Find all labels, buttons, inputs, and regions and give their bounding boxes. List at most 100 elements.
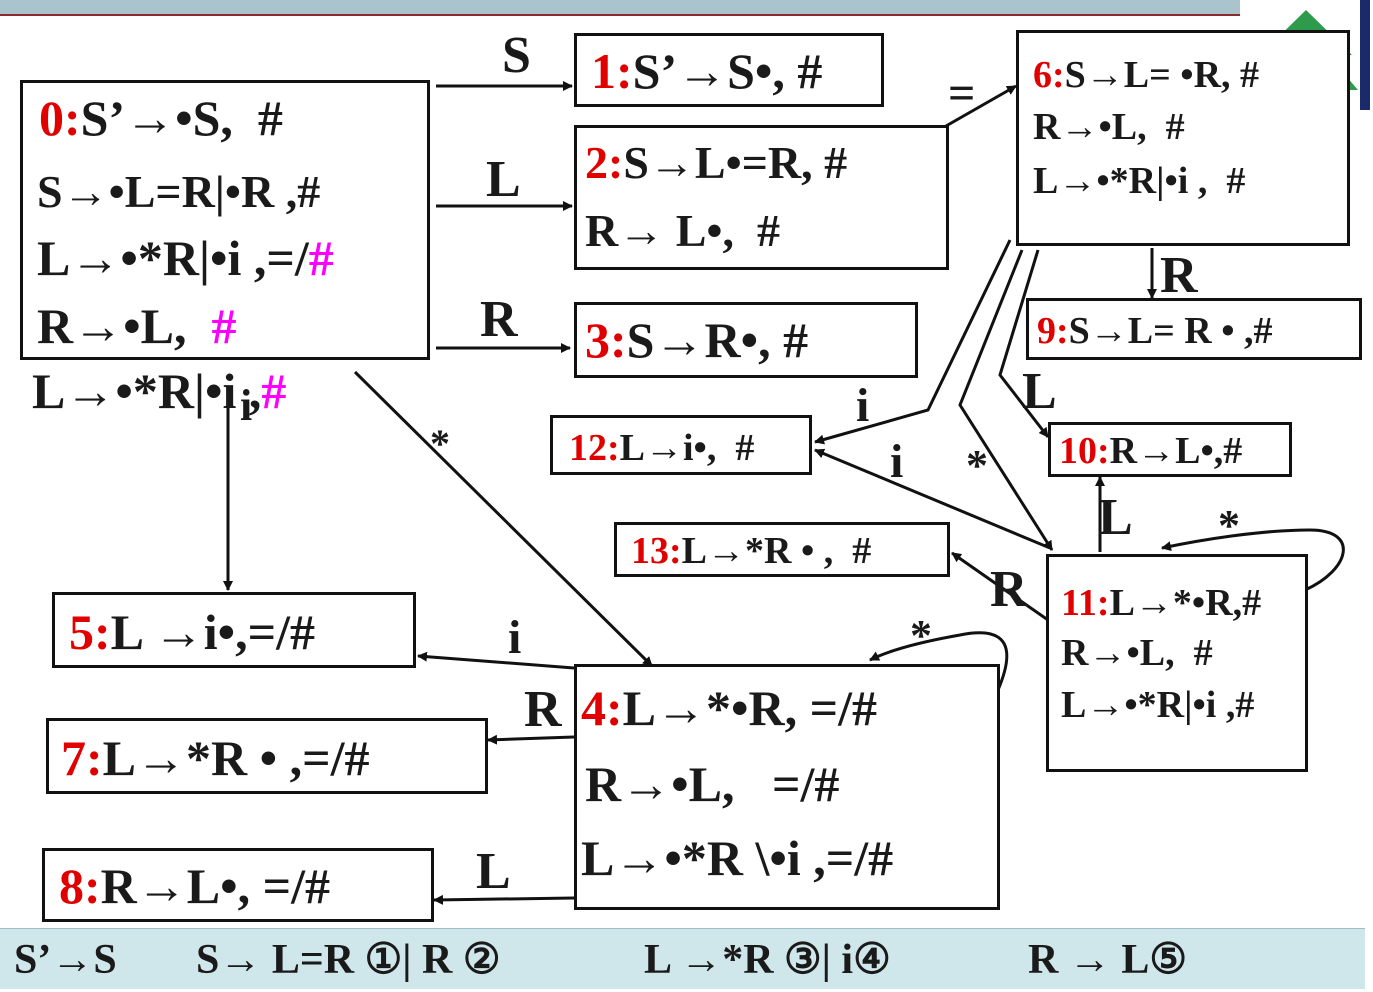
edge-label-6-11: * [966, 441, 988, 490]
state-5-number: 5: [69, 604, 111, 660]
state-12: 12:L→i•, # [550, 415, 812, 475]
state-0-item: L→•*R|•i ,=/ [37, 230, 309, 286]
state-8-number: 8: [59, 858, 101, 914]
state-13-item: L→*R • , # [681, 530, 872, 572]
edge-label-0-3: R [480, 291, 518, 348]
state-6-number: 6: [1033, 54, 1065, 96]
state-6: 6:S→L= •R, # R→•L, # L→•*R|•i , # [1016, 30, 1350, 246]
state-13: 13:L→*R • , # [614, 522, 950, 577]
state-3-number: 3: [585, 312, 627, 368]
state-4-line-3: L→•*R \•i ,=/# [581, 830, 894, 886]
edge-2-6 [945, 84, 1017, 128]
state-10-number: 10: [1059, 430, 1110, 472]
edge-label-0-5: i [240, 381, 253, 430]
edge-6-11 [958, 249, 1054, 551]
state-9-item: S→L= R • ,# [1068, 310, 1273, 352]
edge-label-6-12: i [856, 379, 870, 432]
state-7-number: 7: [61, 730, 103, 786]
edge-label-11-13: R [990, 561, 1028, 618]
edge-label-4-7: R [524, 681, 562, 738]
state-1: 1:S’→S•, # [574, 33, 884, 107]
state-5-item: L →i•,=/# [110, 604, 316, 660]
state-1-item: S’→S•, # [632, 43, 823, 99]
edge-label-0-4: * [430, 421, 450, 466]
state-0-line-2: S→•L=R|•R ,# [37, 166, 321, 217]
state-2-line-2: R→ L•, # [585, 205, 781, 256]
edge-label-4-8: L [476, 843, 511, 900]
state-11-line-1: 11:L→*•R,# [1061, 581, 1261, 625]
state-4-number: 4: [581, 680, 623, 736]
state-11-line-2: R→•L, # [1061, 632, 1213, 674]
state-12-line-1: 12:L→i•, # [569, 426, 754, 470]
state-8-item: R→L•, =/# [100, 858, 331, 914]
state-5: 5:L →i•,=/# [52, 592, 416, 668]
edge-label-4-4: * [910, 611, 932, 660]
state-6-line-2: R→•L, # [1033, 106, 1185, 148]
state-0-number: 0: [39, 90, 81, 146]
state-6-line-1: 6:S→L= •R, # [1033, 53, 1259, 97]
edge-4-5 [417, 651, 575, 670]
state-2: 2:S→L•=R, # R→ L•, # [574, 125, 949, 270]
edge-4-8 [433, 894, 575, 905]
edge-11-11 [1161, 528, 1345, 592]
state-0-extra-item: L→•*R|•i ,# [32, 362, 286, 420]
edge-label-6-10: L [1022, 363, 1057, 420]
state-11-line-3: L→•*R|•i ,# [1061, 684, 1255, 726]
state-2-number: 2: [585, 137, 624, 188]
state-9-number: 9: [1037, 310, 1069, 352]
state-12-item: L→i•, # [619, 427, 755, 469]
state-6-item: S→L= •R, # [1064, 54, 1260, 96]
state-7-item: L→*R • ,=/# [102, 730, 370, 786]
state-12-number: 12: [569, 427, 620, 469]
state-0-line-3: L→•*R|•i ,=/# [37, 229, 334, 287]
state-5-line-1: 5:L →i•,=/# [69, 603, 315, 661]
production-1: S→ L=R ①| R ② [196, 937, 501, 983]
state-0-lookahead: # [211, 298, 237, 354]
state-11-number: 11: [1061, 582, 1110, 624]
top-banner [0, 0, 1240, 16]
state-11-item: L→*•R,# [1109, 582, 1262, 624]
edge-4-7 [487, 734, 575, 745]
edge-label-11-12: i [890, 435, 904, 488]
edge-label-0-2: L [486, 151, 521, 208]
production-2: L →*R ③| i④ [644, 937, 891, 983]
state-3: 3:S→R•, # [574, 302, 918, 378]
state-13-number: 13: [631, 530, 682, 572]
edge-label-4-5: i [508, 611, 522, 664]
edge-label-0-1: S [502, 27, 531, 84]
state-0-line-4: R→•L, # [37, 297, 236, 355]
state-1-number: 1: [591, 43, 633, 99]
edge-label-11-10: L [1098, 489, 1133, 546]
state-0-extra-text: L→•*R|•i , [32, 363, 262, 419]
state-9-line-1: 9:S→L= R • ,# [1037, 309, 1273, 353]
state-0-line-1: 0:S’→•S, # [39, 89, 283, 147]
state-6-line-3: L→•*R|•i , # [1033, 160, 1246, 202]
state-4: 4:L→*•R, =/# R→•L, =/# L→•*R \•i ,=/# [574, 664, 1000, 910]
state-0-item: S’→•S, # [80, 90, 283, 146]
state-0-lookahead: # [308, 230, 334, 286]
state-0: 0:S’→•S, # S→•L=R|•R ,# L→•*R|•i ,=/# R→… [20, 80, 430, 360]
edge-label-11-11: * [1218, 501, 1240, 550]
state-4-line-1: 4:L→*•R, =/# [581, 679, 877, 737]
state-4-line-2: R→•L, =/# [585, 756, 840, 812]
state-10-item: R→L•,# [1109, 430, 1243, 472]
production-0: S’→S [14, 937, 117, 983]
edge-11-12 [814, 448, 1051, 550]
edge-4-4 [869, 631, 1009, 691]
state-10: 10:R→L•,# [1048, 422, 1292, 477]
state-11: 11:L→*•R,# R→•L, # L→•*R|•i ,# [1046, 554, 1308, 772]
state-10-line-1: 10:R→L•,# [1059, 429, 1242, 473]
state-8-line-1: 8:R→L•, =/# [59, 857, 330, 915]
state-2-item: S→L•=R, # [623, 137, 848, 188]
state-13-line-1: 13:L→*R • , # [631, 529, 871, 573]
edge-11-13 [951, 551, 1049, 622]
grammar-bar: S’→S S→ L=R ①| R ② L →*R ③| i④ R → L⑤ [0, 928, 1365, 989]
edge-6-10 [998, 249, 1050, 438]
state-3-line-1: 3:S→R•, # [585, 311, 808, 369]
state-2-line-1: 2:S→L•=R, # [585, 136, 847, 189]
edge-label-6-9: R [1160, 247, 1198, 304]
state-8: 8:R→L•, =/# [42, 848, 434, 922]
edge-0-4 [353, 370, 654, 668]
production-3: R → L⑤ [1028, 937, 1187, 983]
